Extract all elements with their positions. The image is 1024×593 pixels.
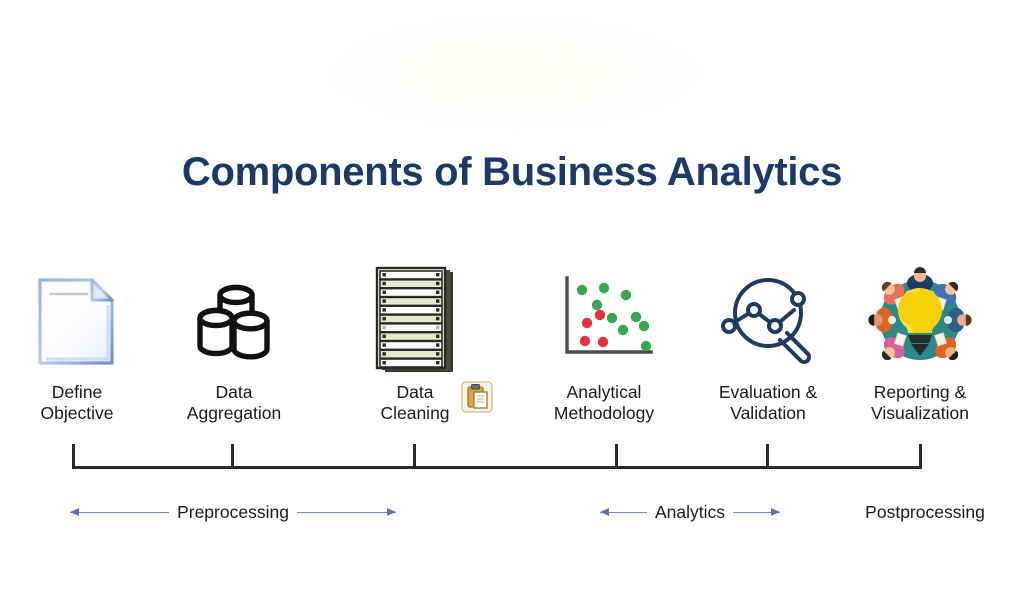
background-glow [300,6,730,141]
phase-postprocessing: Postprocessing [840,500,1010,524]
magnifier-line-chart-icon [683,262,853,380]
preprocessing-arrow-left [70,507,170,518]
phase-analytics: Analytics [600,500,780,524]
preprocessing-arrow-right [296,507,396,518]
scatter-plot-icon [519,262,689,380]
stage-label: Reporting & Visualization [871,382,969,423]
timeline-tick-data-aggregation [231,444,234,469]
page-title: Components of Business Analytics [181,150,843,194]
database-cylinders-icon [149,262,319,380]
spreadsheet-rows-icon [330,262,500,380]
lightbulb-team-icon [835,262,1005,380]
phase-preprocessing: Preprocessing [70,500,396,524]
stage-analytical-methodology: Analytical Methodology [519,262,689,424]
analytics-arrow-left [600,507,647,518]
stage-label: Data Cleaning [380,382,450,423]
document-page-icon [0,262,162,380]
stage-label: Evaluation & Validation [718,382,818,423]
clipboard-paste-icon[interactable] [461,381,493,413]
stage-label: Data Aggregation [186,382,282,423]
timeline-tick-evaluation-validation [766,444,769,469]
phase-label: Postprocessing [865,501,985,522]
timeline-tick-data-cleaning [413,444,416,469]
stage-label: Define Objective [40,382,114,423]
timeline-axis [72,466,922,469]
stage-reporting-visualization: Reporting & Visualization [835,262,1005,424]
timeline-tick-define-objective [72,444,75,469]
timeline-tick-reporting-visualization [919,444,922,469]
stage-define-objective: Define Objective [0,262,162,424]
phase-label: Analytics [654,501,726,522]
phase-label: Preprocessing [177,501,289,522]
stage-data-cleaning: Data Cleaning [330,262,500,424]
stage-evaluation-validation: Evaluation & Validation [683,262,853,424]
analytics-arrow-right [733,507,780,518]
stage-data-aggregation: Data Aggregation [149,262,319,424]
stage-label: Analytical Methodology [553,382,655,423]
timeline-tick-analytical-methodology [615,444,618,469]
